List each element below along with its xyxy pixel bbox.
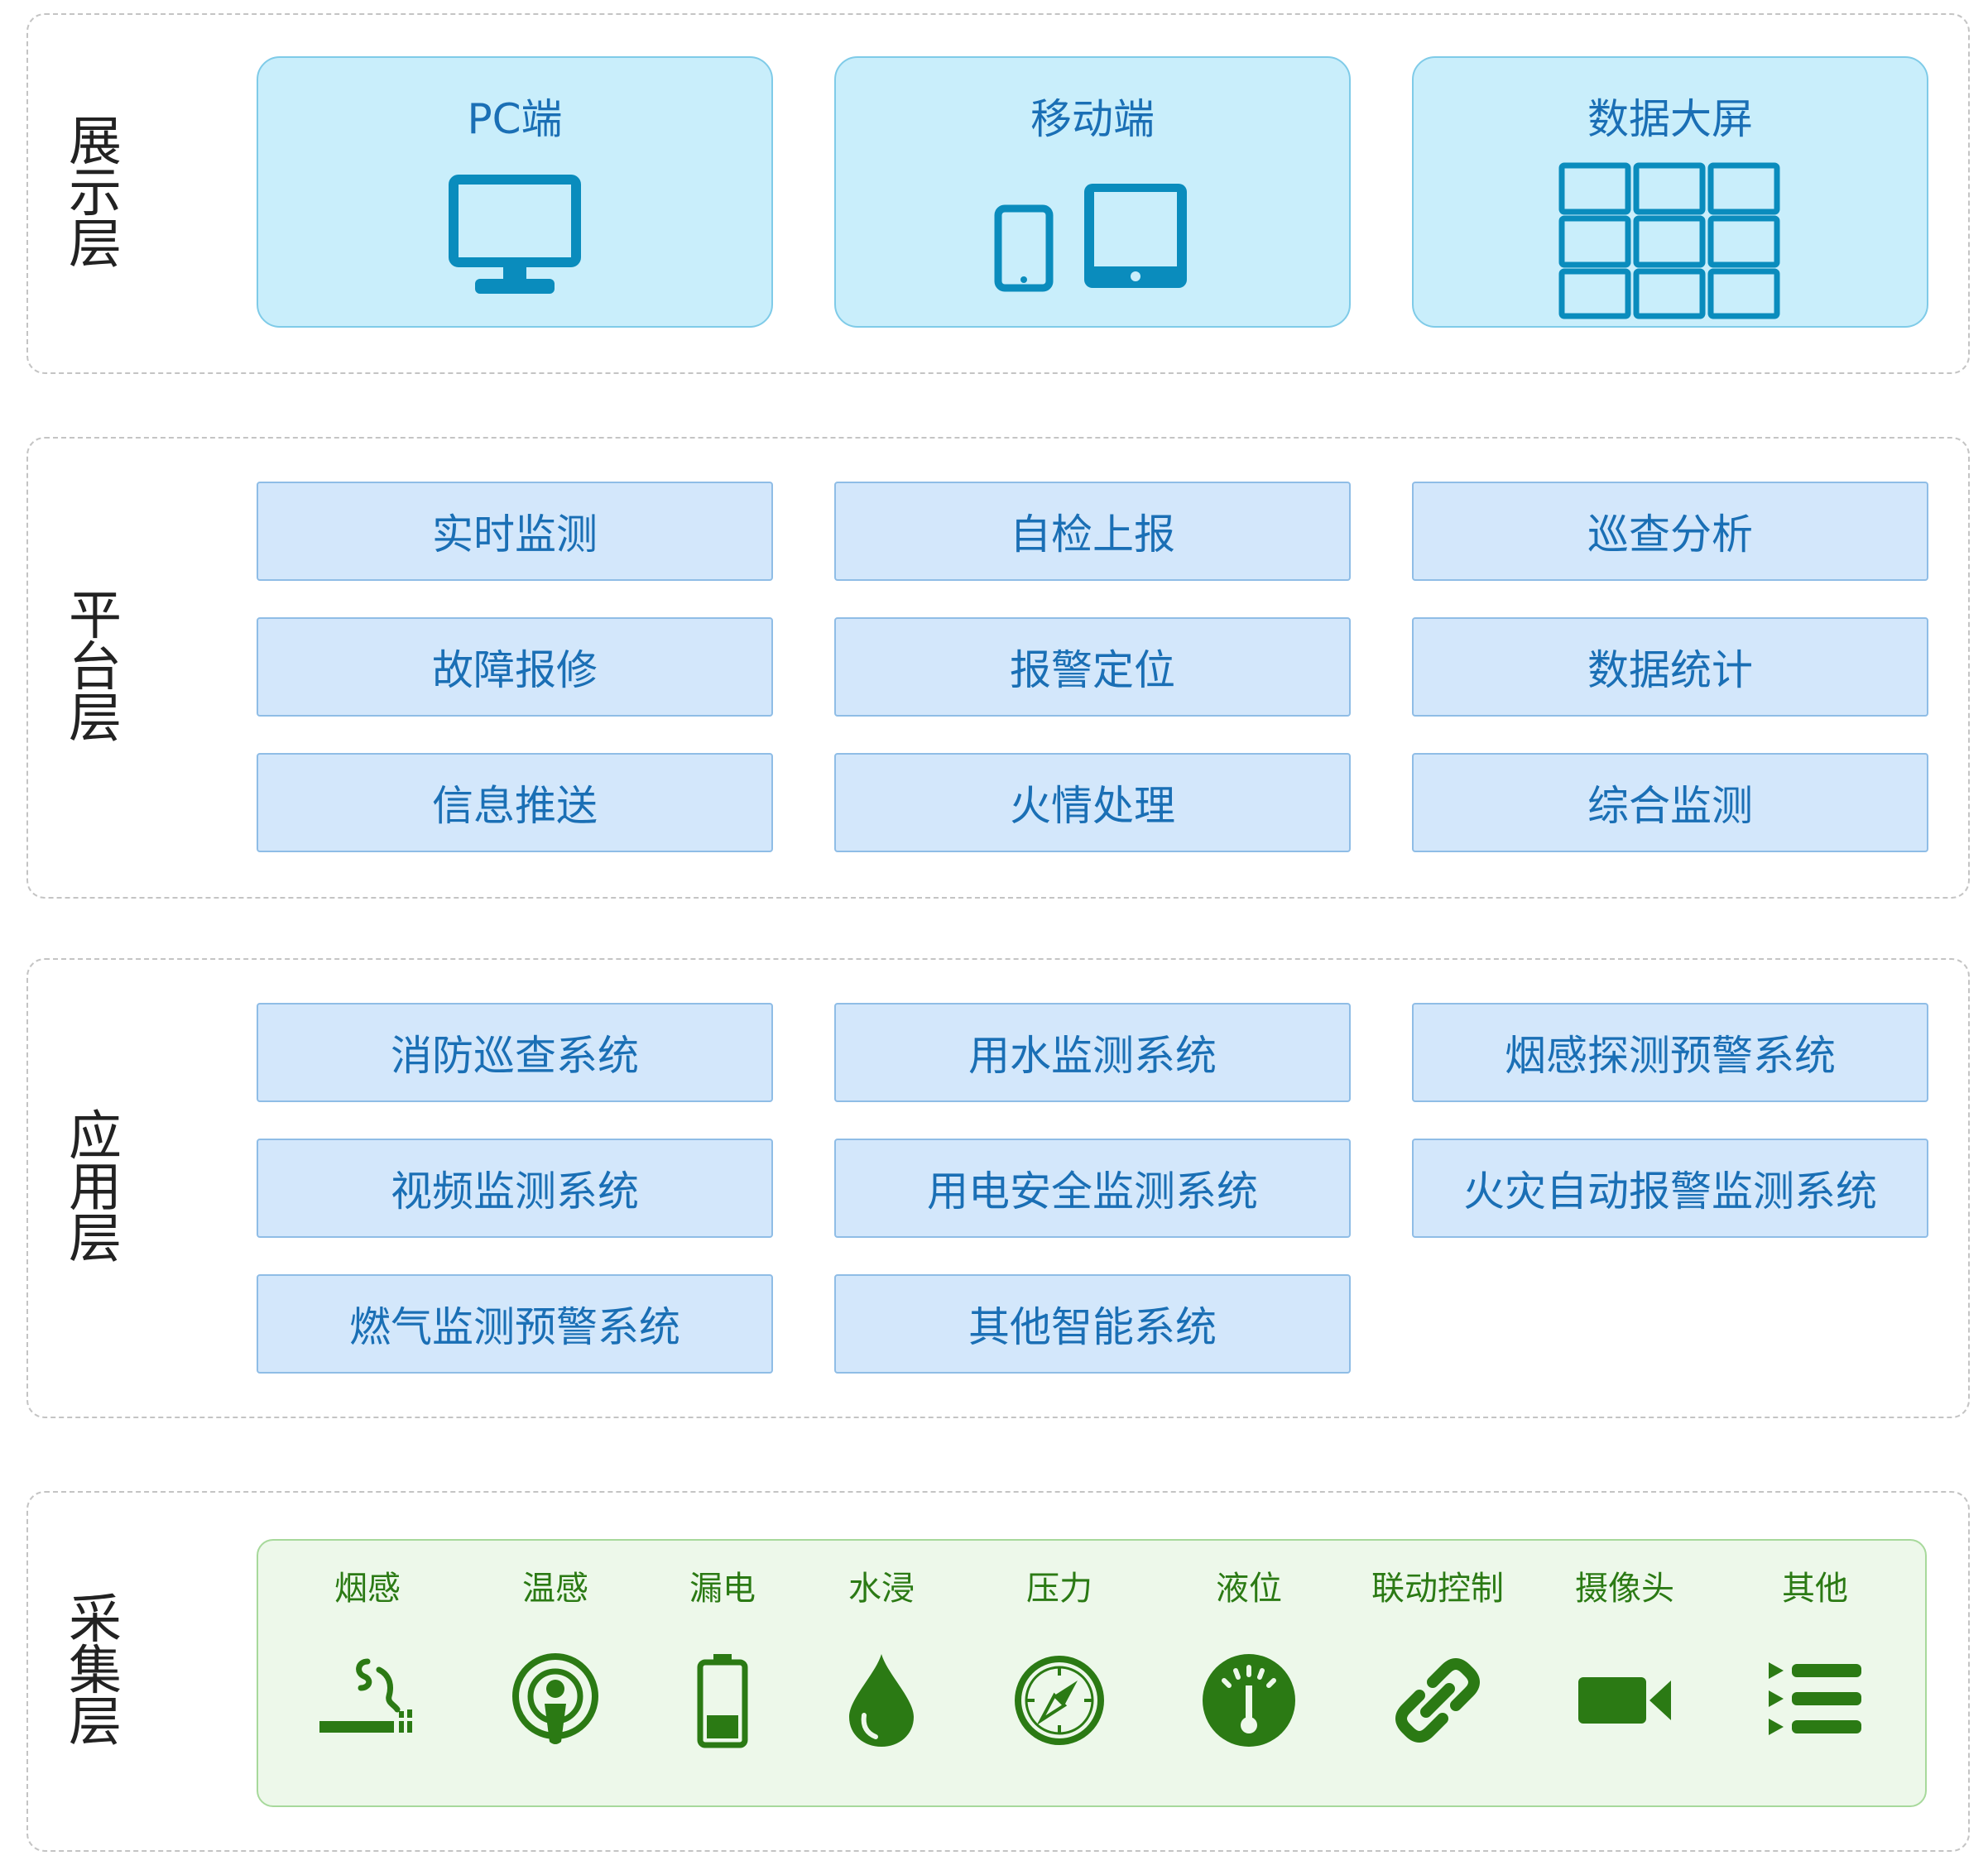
platform-item[interactable]: 故障报修 <box>257 617 773 717</box>
application-item[interactable]: 用电安全监测系统 <box>834 1139 1351 1238</box>
mobile-tablet-icon <box>993 170 1192 303</box>
monitor-icon <box>449 170 581 303</box>
collection-layer-label-char: 采 <box>69 1590 122 1651</box>
sensor-label: 水浸 <box>848 1570 915 1608</box>
video-camera-icon <box>1575 1647 1674 1754</box>
display-layer-label-char: 层 <box>69 214 122 276</box>
display-card-mobile[interactable]: 移动端 <box>834 56 1351 328</box>
sensor-label: 漏电 <box>689 1570 756 1608</box>
application-layer-label: 应 用 层 <box>58 958 132 1418</box>
platform-item[interactable]: 数据统计 <box>1412 617 1928 717</box>
water-drop-icon <box>844 1647 919 1754</box>
sensor-linkage-control[interactable]: 联动控制 <box>1355 1564 1520 1754</box>
application-item[interactable]: 视频监测系统 <box>257 1139 773 1238</box>
display-layer-label: 展 示 层 <box>58 13 132 374</box>
display-card-title: 移动端 <box>1030 95 1155 143</box>
application-item[interactable]: 烟感探测预警系统 <box>1412 1003 1928 1102</box>
platform-item[interactable]: 自检上报 <box>834 482 1351 581</box>
compass-gauge-icon <box>1010 1647 1109 1754</box>
display-card-title: 数据大屏 <box>1587 95 1753 143</box>
sensor-label: 其他 <box>1782 1570 1848 1608</box>
sensor-label: 摄像头 <box>1575 1570 1674 1608</box>
list-icon <box>1765 1647 1865 1754</box>
platform-item[interactable]: 信息推送 <box>257 753 773 852</box>
application-layer-label-char: 用 <box>69 1158 122 1219</box>
platform-layer-label-char: 层 <box>69 688 122 750</box>
platform-item[interactable]: 火情处理 <box>834 753 1351 852</box>
battery-icon <box>694 1647 752 1754</box>
application-item[interactable]: 消防巡查系统 <box>257 1003 773 1102</box>
platform-layer <box>26 437 1970 899</box>
platform-layer-label-char: 平 <box>69 586 122 647</box>
link-icon <box>1388 1647 1487 1754</box>
application-item[interactable]: 其他智能系统 <box>834 1274 1351 1374</box>
display-layer <box>26 13 1970 374</box>
collection-layer <box>26 1491 1970 1852</box>
collection-layer-label: 采 集 层 <box>58 1491 132 1852</box>
application-item[interactable]: 火灾自动报警监测系统 <box>1412 1139 1928 1238</box>
collection-layer-label-char: 层 <box>69 1692 122 1753</box>
sensor-leakage[interactable]: 漏电 <box>640 1564 805 1754</box>
platform-item[interactable]: 实时监测 <box>257 482 773 581</box>
application-layer-label-char: 层 <box>69 1209 122 1270</box>
smoking-icon <box>318 1647 417 1754</box>
sensor-liquid-level[interactable]: 液位 <box>1166 1564 1332 1754</box>
sensor-camera[interactable]: 摄像头 <box>1542 1564 1707 1754</box>
application-item[interactable]: 用水监测系统 <box>834 1003 1351 1102</box>
display-card-title: PC端 <box>467 95 563 143</box>
application-layer-label-char: 应 <box>69 1106 122 1168</box>
application-layer <box>26 958 1970 1418</box>
sensor-temperature[interactable]: 温感 <box>473 1564 638 1754</box>
sensor-label: 压力 <box>1026 1570 1092 1608</box>
sensor-label: 联动控制 <box>1371 1570 1504 1608</box>
sensor-water-immersion[interactable]: 水浸 <box>799 1564 964 1754</box>
sensor-other[interactable]: 其他 <box>1732 1564 1898 1754</box>
platform-item[interactable]: 巡查分析 <box>1412 482 1928 581</box>
temperature-sensor-icon <box>510 1647 601 1754</box>
platform-layer-label-char: 台 <box>69 637 122 698</box>
collection-layer-label-char: 集 <box>69 1641 122 1702</box>
display-layer-label-char: 展 <box>69 112 122 173</box>
sensor-label: 烟感 <box>334 1570 401 1608</box>
platform-layer-label: 平 台 层 <box>58 437 132 899</box>
sensor-label: 温感 <box>522 1570 588 1608</box>
dial-gauge-icon <box>1199 1647 1299 1754</box>
sensor-pressure[interactable]: 压力 <box>977 1564 1142 1754</box>
platform-item[interactable]: 综合监测 <box>1412 753 1928 852</box>
video-wall-icon <box>1558 162 1782 319</box>
display-card-pc[interactable]: PC端 <box>257 56 773 328</box>
platform-item[interactable]: 报警定位 <box>834 617 1351 717</box>
display-layer-label-char: 示 <box>69 163 122 224</box>
application-item[interactable]: 燃气监测预警系统 <box>257 1274 773 1374</box>
display-card-datascreen[interactable]: 数据大屏 <box>1412 56 1928 328</box>
sensor-smoke[interactable]: 烟感 <box>285 1564 450 1754</box>
sensor-label: 液位 <box>1216 1570 1282 1608</box>
